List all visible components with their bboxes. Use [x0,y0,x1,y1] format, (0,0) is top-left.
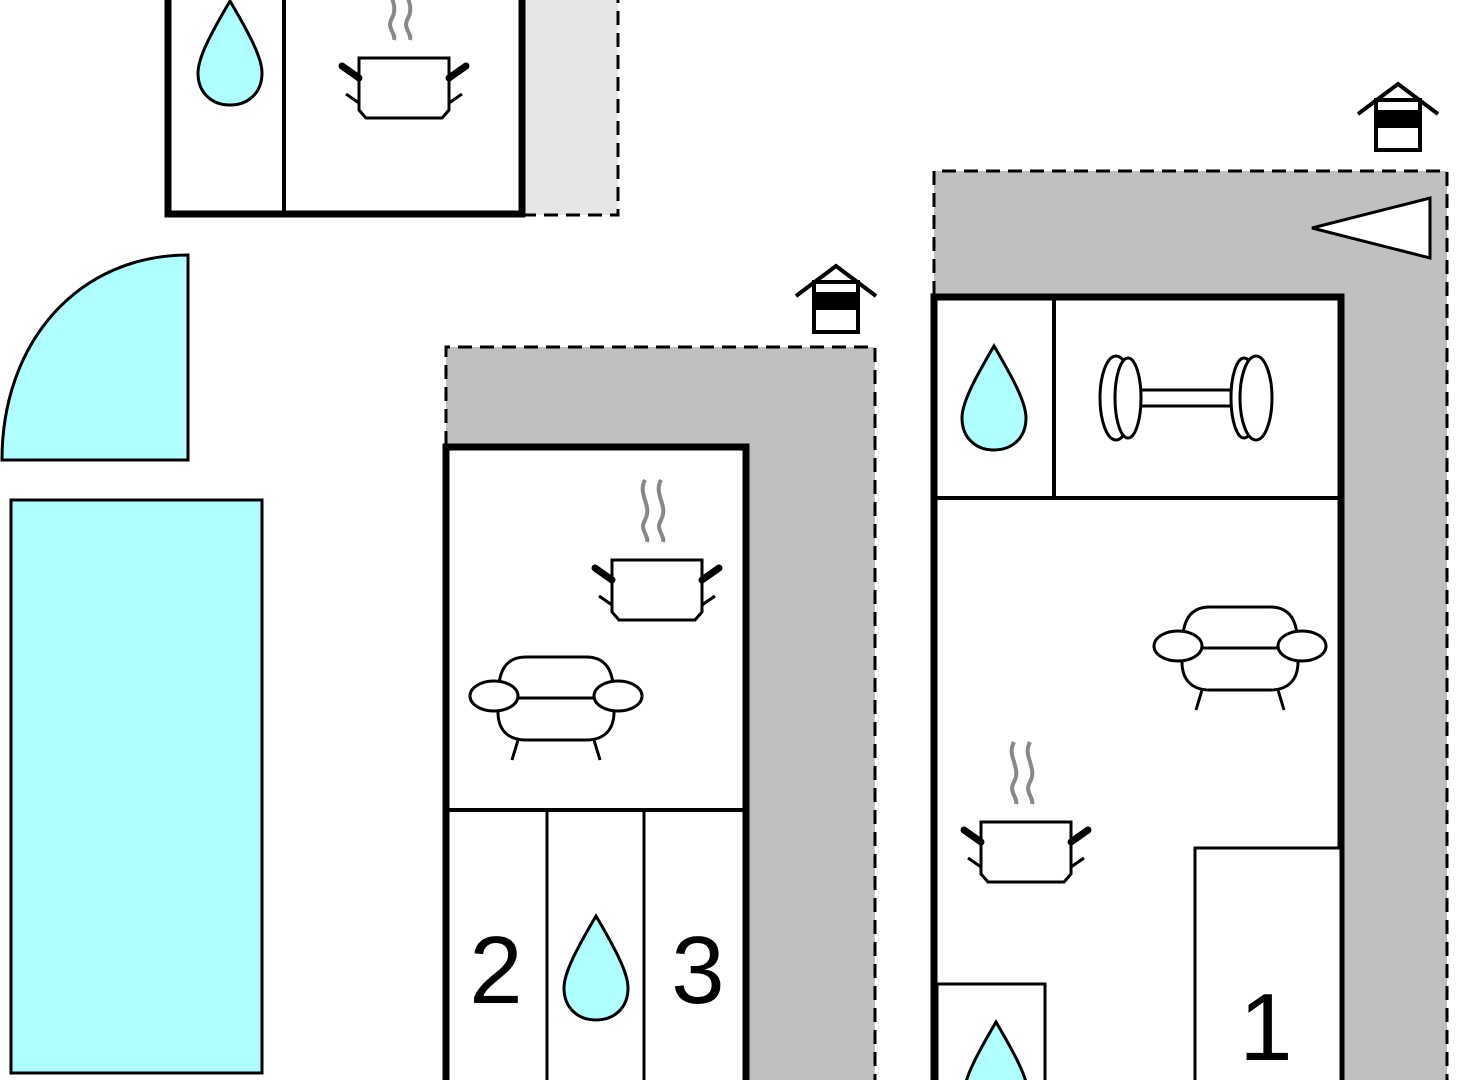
bedroom-label-1: 1 [1239,974,1292,1080]
dumbbell-icon [1098,354,1274,442]
entrance-house-icon [1356,82,1440,152]
terrace-top-left [522,0,618,215]
pool-quarter-round [0,253,190,462]
entrance-house-icon [794,264,878,334]
bedroom-label-2: 2 [469,917,522,1024]
pool-main [9,498,264,1075]
terrace-middle [446,347,875,1080]
building-top-left [164,0,620,218]
room-bedroom-1 [1193,846,1343,1080]
north-arrow-icon [1311,196,1432,260]
building-right: 1 [930,82,1449,1080]
building-middle: 2 3 [442,264,878,1080]
pool-area [0,253,264,1075]
bedroom-label-3: 3 [671,917,724,1024]
